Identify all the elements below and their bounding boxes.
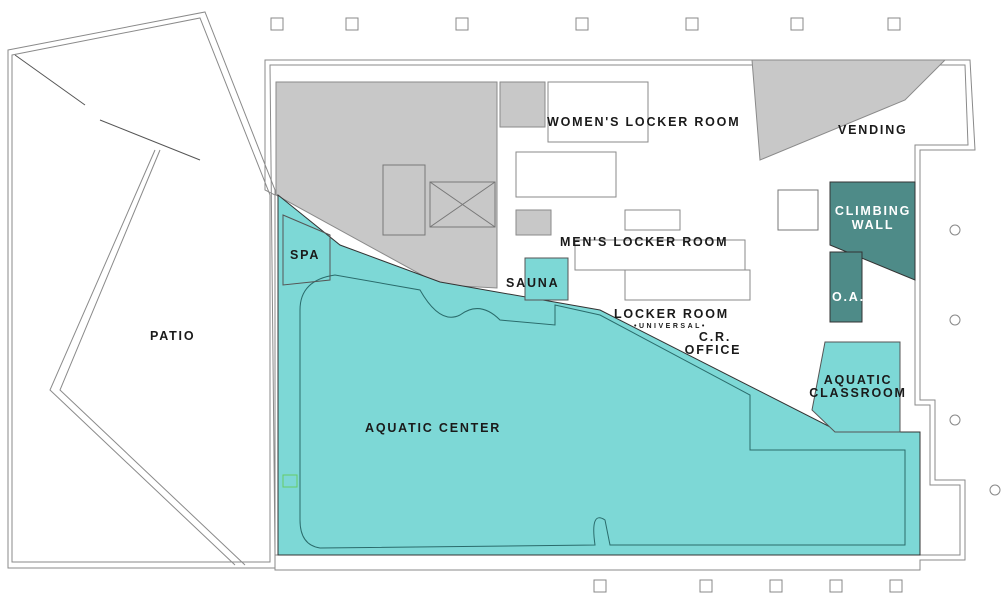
mechanical-shaft [429,181,496,228]
womens-locker-walls [547,81,649,143]
label-patio: PATIO [150,329,195,343]
label-aquatic: AQUATIC [824,373,893,387]
label-locker-room-universal: LOCKER ROOM [614,307,729,321]
columns [270,17,1001,593]
label-office: OFFICE [685,343,742,357]
pool-outline [299,274,906,549]
spa-area [282,214,331,286]
universal-stalls [624,269,751,301]
label-mens-locker-room: MEN'S LOCKER ROOM [560,235,728,249]
shaft-x-2 [429,181,496,228]
label-oa: O.A. [832,290,865,304]
label-wall: WALL [852,218,895,232]
service-room [499,81,546,128]
door [282,474,298,488]
storage [515,209,552,236]
shower-stalls [515,151,617,198]
label-classroom: CLASSROOM [809,386,906,400]
patio-bench [14,54,86,106]
sinks [624,209,681,231]
patio-area [7,11,276,569]
label-sauna: SAUNA [506,276,559,290]
label-spa: SPA [290,248,320,262]
elevator [382,164,426,236]
patio-walkway-2 [59,149,246,566]
aquatic-classroom-area [811,341,901,433]
label-womens-locker-room: WOMEN'S LOCKER ROOM [547,115,740,129]
label-vending: VENDING [838,123,908,137]
vending-service-area [751,59,947,161]
climbing-wall-area [829,181,916,281]
label-cr: C.R. [699,330,731,344]
patio-walkway [49,149,236,566]
stairs [777,189,819,231]
patio-inner-outline [11,17,271,563]
sauna-area [524,257,569,301]
label-climbing: CLIMBING [835,204,911,218]
patio-bench-2 [99,119,201,161]
oa-area [829,251,863,323]
label-universal: •UNIVERSAL• [634,323,707,330]
label-aquatic-center: AQUATIC CENTER [365,421,501,435]
